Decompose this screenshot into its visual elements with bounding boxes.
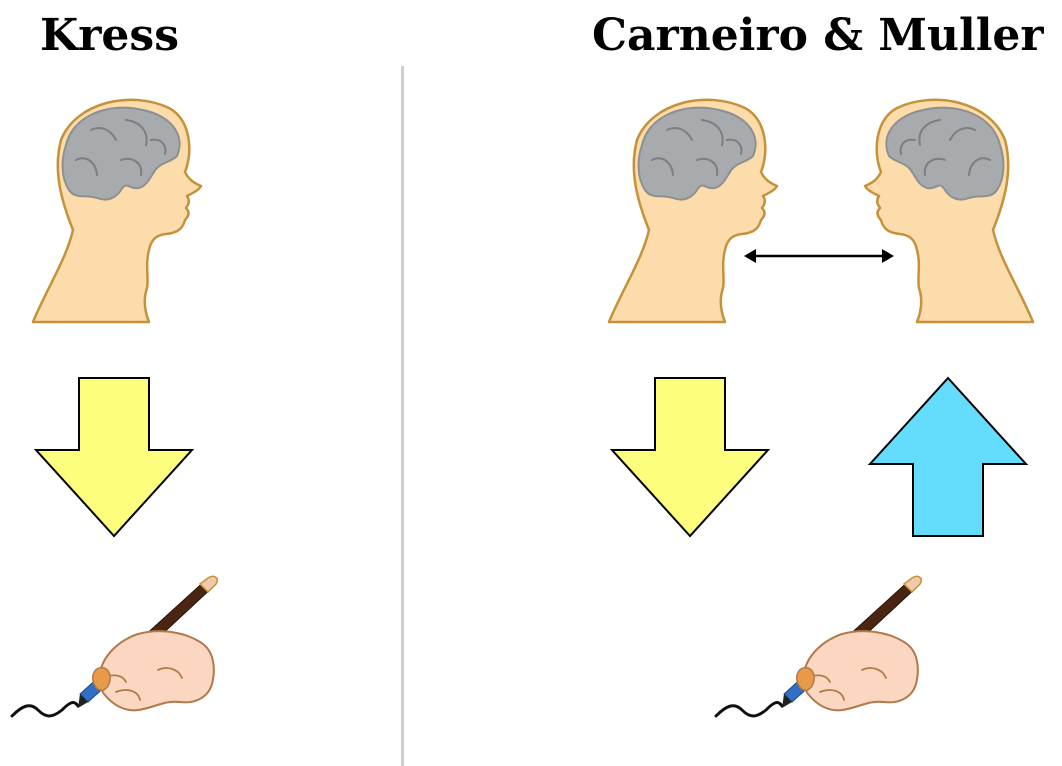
panel-divider (401, 66, 404, 766)
up-arrow-icon (866, 376, 1030, 540)
down-arrow-icon (32, 376, 196, 540)
head-with-brain-icon (864, 90, 1036, 325)
hand-writing-icon (8, 570, 238, 730)
down-arrow-icon (608, 376, 772, 540)
double-headed-arrow-icon (740, 244, 898, 268)
kress-title: Kress (40, 8, 179, 64)
hand-writing-icon (712, 570, 942, 730)
carneiro-muller-title: Carneiro & Muller (592, 8, 1044, 64)
head-with-brain-icon (606, 90, 778, 325)
head-with-brain-icon (30, 90, 202, 325)
